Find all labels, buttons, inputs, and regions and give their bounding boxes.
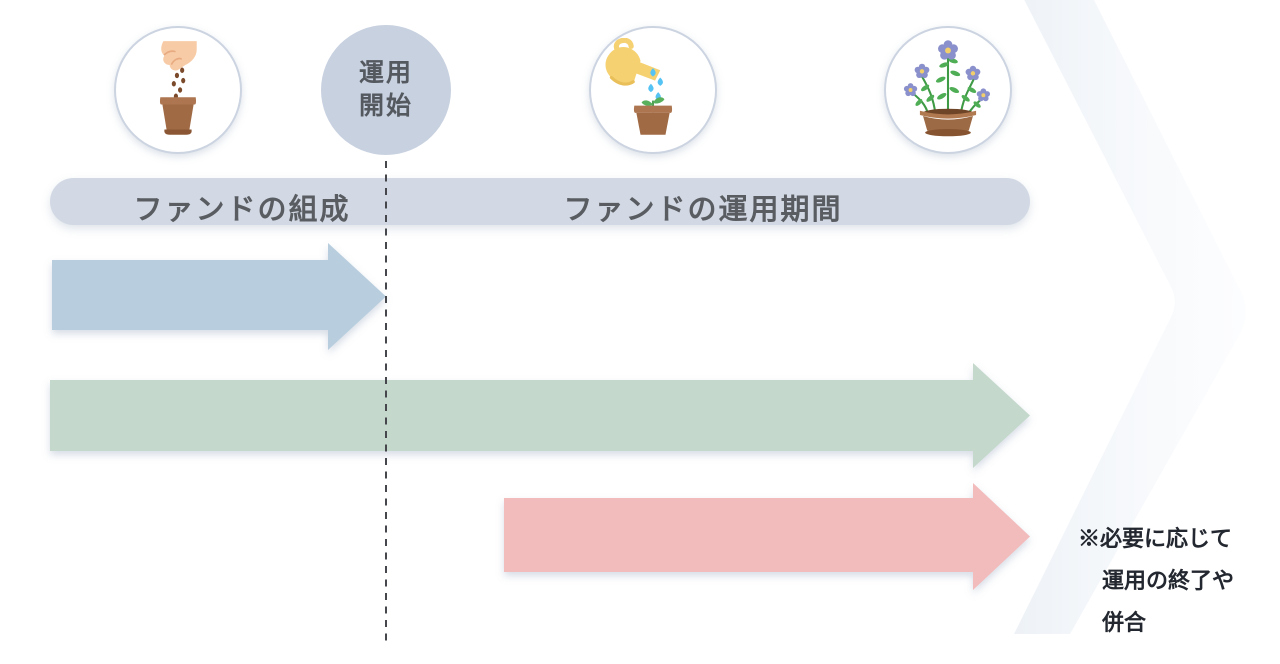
milestone-line2: 開始 <box>358 92 413 120</box>
phase-label-operation: ファンドの運用期間 <box>563 194 843 226</box>
note-line: 併合 <box>1102 610 1147 635</box>
seed-planting-icon <box>114 26 242 154</box>
watering-sprout-icon <box>589 26 717 154</box>
operation-arrow <box>50 363 1030 468</box>
note-line: ※必要に応じて <box>1078 526 1233 551</box>
phase-bar <box>50 178 1030 225</box>
formation-arrow <box>52 243 386 350</box>
watering-illustration <box>605 38 673 135</box>
blooming-illustration <box>903 40 991 137</box>
note-text: ※必要に応じて 運用の終了や 併合 <box>1078 518 1234 644</box>
termination-arrow <box>504 483 1030 590</box>
leaves <box>915 58 981 108</box>
note-line: 運用の終了や <box>1102 568 1235 593</box>
blooming-plant-icon <box>884 26 1012 154</box>
milestone-line1: 運用 <box>358 59 413 87</box>
water-drops <box>648 68 663 101</box>
phase-label-formation: ファンドの組成 <box>133 194 351 226</box>
seed-planting-illustration <box>159 41 197 135</box>
milestone-circle: 運用 開始 <box>321 25 451 155</box>
seeds <box>171 67 186 99</box>
